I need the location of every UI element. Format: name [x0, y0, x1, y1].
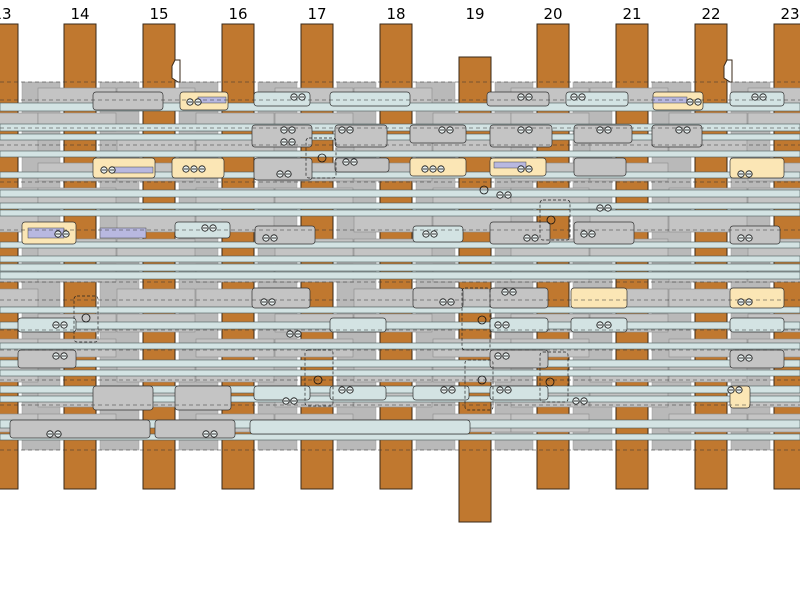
- track: [0, 209, 800, 217]
- component-block: [729, 385, 751, 409]
- column-label: 16: [228, 5, 247, 23]
- component-block: [249, 419, 471, 435]
- component-block: [489, 221, 551, 245]
- pivot-marker: [545, 377, 555, 387]
- component-block: [92, 91, 164, 111]
- component-block: [251, 124, 313, 148]
- lavender-insert: [493, 161, 527, 169]
- pivot-marker: [477, 375, 487, 385]
- track: [0, 271, 800, 280]
- pivot-marker: [546, 215, 556, 225]
- component-blocks: [9, 91, 785, 439]
- component-block: [254, 225, 316, 245]
- component-block: [729, 225, 781, 245]
- track: [0, 359, 800, 368]
- screw-markers: [46, 93, 767, 438]
- track: [0, 385, 800, 394]
- track: [0, 342, 800, 350]
- component-block: [489, 287, 549, 309]
- component-block: [573, 157, 627, 177]
- lavender-insert: [99, 227, 147, 239]
- pivot-marker: [317, 153, 327, 163]
- track: [0, 202, 800, 210]
- track: [0, 189, 800, 198]
- component-block: [489, 124, 553, 148]
- column-label: 22: [701, 5, 720, 23]
- pivot-marker: [313, 375, 323, 385]
- component-block: [9, 419, 151, 439]
- track: [0, 255, 800, 263]
- track: [0, 306, 800, 314]
- component-block: [573, 124, 633, 144]
- column-label: 20: [543, 5, 562, 23]
- column-notch: [723, 59, 733, 83]
- component-block: [253, 385, 311, 401]
- dashed-bracket: [461, 287, 491, 351]
- component-block: [573, 221, 635, 245]
- column-label: 14: [70, 5, 89, 23]
- column-label: 18: [386, 5, 405, 23]
- track: [0, 123, 800, 132]
- column-label: 19: [465, 5, 484, 23]
- track: [0, 321, 800, 330]
- track: [0, 369, 800, 377]
- component-block: [486, 91, 550, 107]
- column-notch: [171, 59, 181, 83]
- column-label: 23: [780, 5, 799, 23]
- component-block: [171, 157, 225, 179]
- component-block: [154, 419, 236, 439]
- dashed-bracket: [304, 349, 334, 407]
- dashed-bracket: [539, 199, 571, 241]
- dashed-guides: [0, 81, 800, 451]
- track: [0, 395, 800, 403]
- column-label: 17: [307, 5, 326, 23]
- component-block: [17, 317, 77, 333]
- dashed-bracket: [305, 137, 337, 179]
- component-block: [570, 287, 628, 309]
- component-block: [729, 317, 785, 333]
- band: [116, 288, 196, 308]
- dashed-bracket: [73, 295, 99, 343]
- component-block: [329, 317, 387, 333]
- component-block: [251, 287, 311, 309]
- column-label: 13: [0, 5, 12, 23]
- column-label: 15: [149, 5, 168, 23]
- lavender-insert: [112, 166, 154, 174]
- column-labels: 13 14 15 16 17 18 19 20 21 22 23: [0, 5, 800, 23]
- dashed-bracket: [464, 359, 494, 411]
- band: [0, 288, 39, 308]
- track: [0, 150, 800, 158]
- component-block: [412, 225, 464, 243]
- component-block: [329, 385, 387, 401]
- pivot-marker: [81, 313, 91, 323]
- column-label: 21: [622, 5, 641, 23]
- component-block: [329, 91, 411, 107]
- component-block: [92, 385, 154, 411]
- component-block: [174, 385, 232, 411]
- component-block: [729, 287, 785, 309]
- pivot-marker: [477, 315, 487, 325]
- component-block: [412, 287, 464, 309]
- track: [0, 241, 800, 249]
- component-block: [17, 349, 77, 369]
- component-block: [409, 157, 467, 177]
- track: [0, 263, 800, 272]
- dashed-bracket: [539, 351, 569, 403]
- track: [0, 171, 800, 179]
- pivot-marker: [479, 185, 489, 195]
- track: [0, 133, 800, 141]
- component-block: [253, 157, 313, 181]
